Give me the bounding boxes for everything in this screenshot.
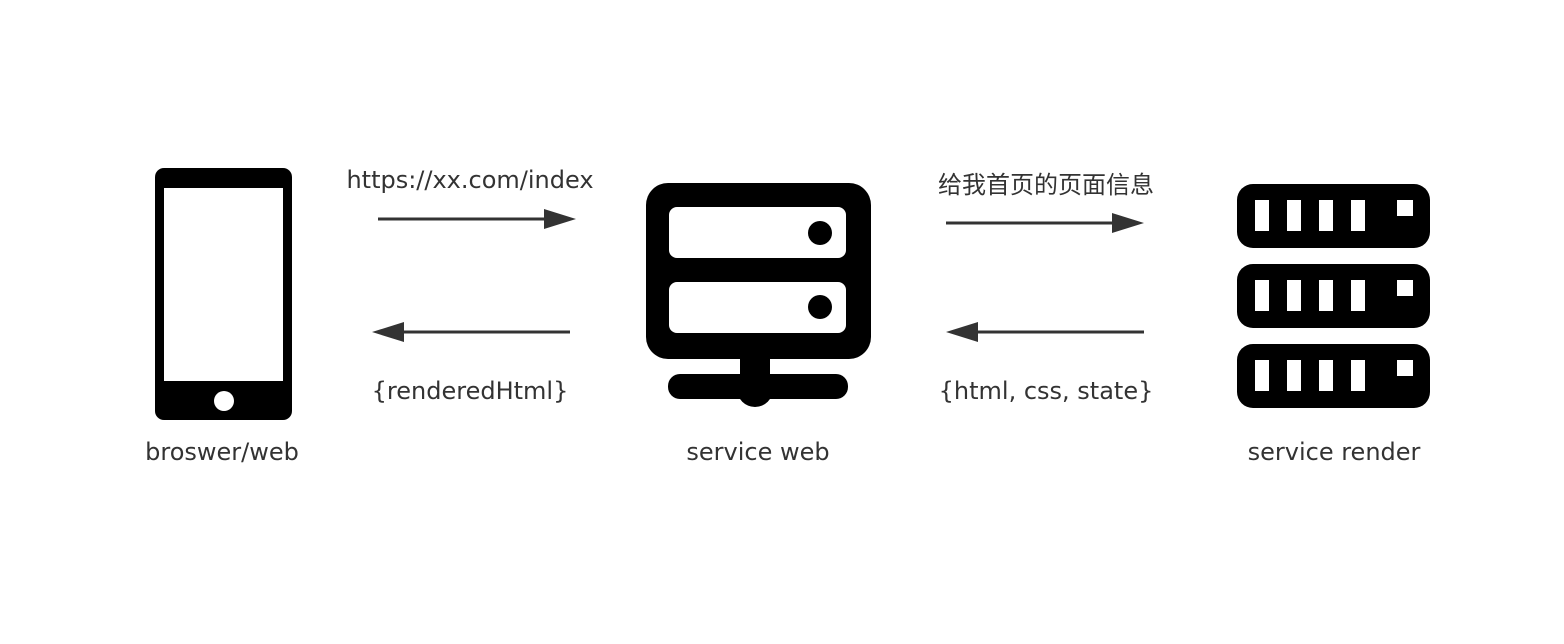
server-unit-bottom [1237, 344, 1430, 408]
server-network-icon [646, 183, 871, 407]
arrow-browser-to-web [378, 209, 576, 229]
edge-label-rendered-html: {renderedHtml} [372, 377, 569, 405]
arrow-render-to-web [946, 322, 1144, 342]
edge-label-request-url: https://xx.com/index [346, 166, 593, 194]
node-label-service-web: service web [686, 438, 829, 466]
arrow-web-to-render [946, 213, 1144, 233]
edge-label-render-payload: {html, css, state} [939, 377, 1154, 405]
server-unit-middle [1237, 264, 1430, 328]
node-label-service-render: service render [1248, 438, 1421, 466]
server-unit-top [1237, 184, 1430, 248]
node-label-browser: broswer/web [145, 438, 299, 466]
edge-label-homepage-request: 给我首页的页面信息 [938, 171, 1154, 199]
server-rack-icon [1237, 184, 1430, 408]
arrow-web-to-browser [372, 322, 570, 342]
smartphone-icon [155, 168, 292, 420]
